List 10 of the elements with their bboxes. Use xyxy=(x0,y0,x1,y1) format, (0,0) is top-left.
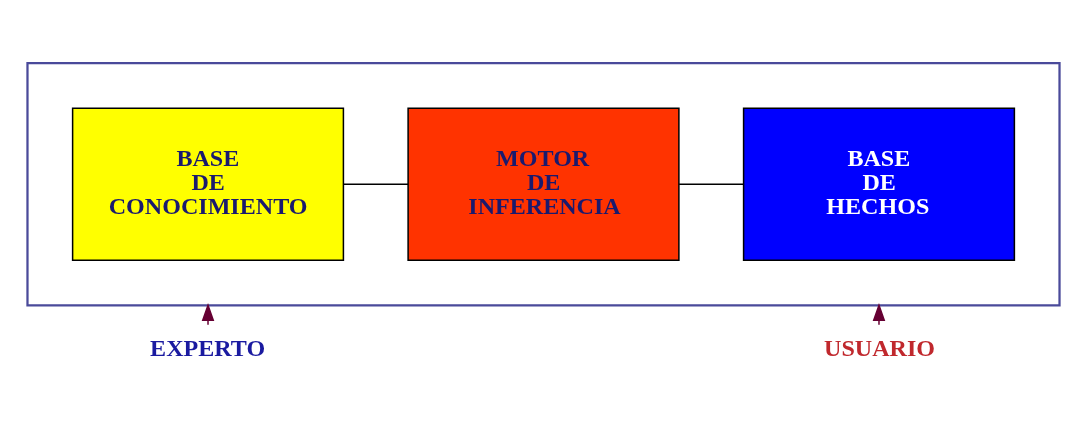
arrow xyxy=(201,303,215,326)
node-box: BASE DE CONOCIMIENTO xyxy=(71,107,345,261)
node-box: BASE DE HECHOS xyxy=(742,107,1016,261)
node-text: USUARIO xyxy=(824,335,936,362)
node-box: MOTOR DE INFERENCIA xyxy=(407,107,680,261)
connector xyxy=(342,183,409,185)
connector xyxy=(678,183,745,185)
node-text: EXPERTO xyxy=(150,335,266,362)
cluster xyxy=(26,61,1061,307)
arrow xyxy=(872,303,886,326)
